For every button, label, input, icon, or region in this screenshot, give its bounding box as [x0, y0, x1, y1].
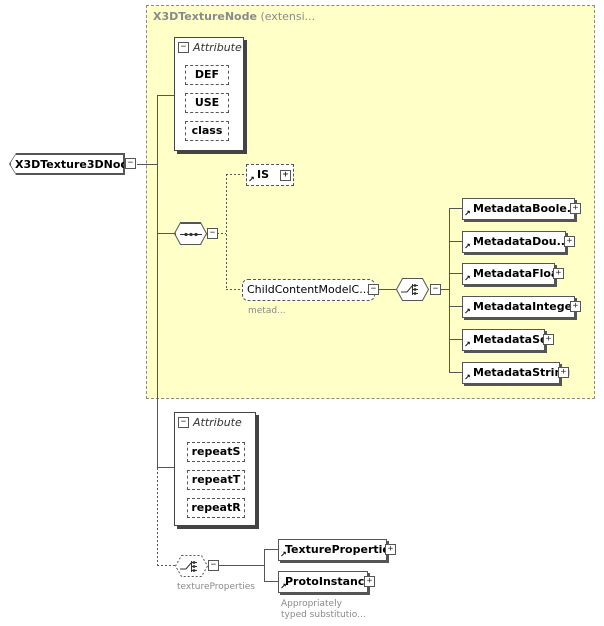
group-collapse-toggle[interactable]: −	[368, 284, 379, 295]
metadata-element[interactable]: ↗ MetadataDou...	[462, 231, 570, 253]
metadata-element-label: MetadataString	[473, 366, 571, 379]
expand-icon[interactable]: +	[564, 236, 575, 247]
expand-icon[interactable]: +	[558, 367, 569, 378]
root-collapse-toggle[interactable]: −	[125, 158, 136, 169]
texture-choice-label: textureProperties	[177, 582, 255, 592]
expand-icon[interactable]: +	[385, 544, 396, 555]
is-element[interactable]: ↗ IS +	[246, 164, 294, 186]
attribute-group-header: Attribute	[193, 416, 242, 429]
child-content-model-label: ChildContentModelC...	[247, 283, 370, 296]
metadata-element[interactable]: ↗ MetadataFloat	[462, 263, 564, 285]
expand-icon[interactable]: +	[570, 301, 581, 312]
texture-choice-compositor[interactable]	[175, 555, 208, 577]
attribute-class[interactable]: class	[185, 121, 229, 141]
metadata-element[interactable]: ↗ MetadataString	[462, 362, 570, 384]
reference-arrow-icon: ↗	[464, 209, 471, 218]
metadata-choice-compositor[interactable]	[396, 278, 429, 301]
metadata-element[interactable]: ↗ MetadataBoole...	[462, 198, 579, 220]
group-note: metad...	[248, 306, 286, 316]
extension-base-name: X3DTextureNode	[153, 10, 257, 23]
metadata-element-label: MetadataInteger	[473, 300, 578, 313]
reference-arrow-icon: ↗	[464, 307, 471, 316]
reference-arrow-icon: ↗	[464, 274, 471, 283]
sequence-collapse-toggle[interactable]: −	[207, 228, 218, 239]
expand-icon[interactable]: +	[280, 170, 291, 181]
minus-icon: −	[180, 42, 187, 52]
reference-arrow-icon: ↗	[464, 340, 471, 349]
root-element[interactable]: X3DTexture3DNode	[10, 154, 124, 174]
metadata-element[interactable]: ↗ MetadataInteger	[462, 296, 578, 318]
reference-arrow-icon: ↗	[464, 242, 471, 251]
own-attribute-group: − Attribute repeatS repeatT repeatR	[174, 412, 256, 526]
expand-icon[interactable]: +	[364, 576, 375, 587]
attribute-group-collapse-toggle[interactable]: −	[178, 42, 189, 53]
metadata-element[interactable]: ↗ MetadataSet	[462, 329, 553, 351]
sequence-compositor-outline	[174, 222, 207, 245]
choice-collapse-toggle[interactable]: −	[430, 284, 441, 295]
extension-kind: (extensi...	[260, 10, 316, 23]
expand-icon[interactable]: +	[570, 203, 581, 214]
minus-icon: −	[209, 228, 216, 238]
attribute-repeat-t[interactable]: repeatT	[187, 470, 245, 490]
reference-arrow-icon: ↗	[280, 550, 287, 559]
minus-icon: −	[180, 417, 187, 427]
child-content-model-group[interactable]: ChildContentModelC...	[242, 279, 375, 301]
attribute-group-collapse-toggle[interactable]: −	[178, 417, 189, 428]
proto-instance-label: ProtoInstance	[285, 575, 372, 588]
minus-icon: −	[370, 284, 377, 294]
metadata-element-label: MetadataFloat	[473, 267, 564, 280]
inherited-attribute-group: − Attribute DEF USE class	[174, 37, 244, 151]
root-element-label: X3DTexture3DNode	[15, 158, 136, 171]
expand-icon[interactable]: +	[543, 334, 554, 345]
metadata-element-label: MetadataSet	[473, 333, 553, 346]
extension-title: X3DTextureNode (extensi...	[153, 10, 315, 23]
attribute-use[interactable]: USE	[185, 93, 229, 113]
proto-instance-element[interactable]: ↗ ProtoInstance	[278, 571, 372, 593]
reference-arrow-icon: ↗	[464, 373, 471, 382]
texture-choice-collapse-toggle[interactable]: −	[208, 560, 219, 571]
minus-icon: −	[127, 158, 134, 168]
expand-icon[interactable]: +	[553, 268, 564, 279]
texture-properties-label: TextureProperties	[285, 543, 397, 556]
metadata-element-label: MetadataBoole...	[473, 202, 580, 215]
proto-instance-note-line-1: Appropriately	[281, 599, 342, 609]
metadata-element-label: MetadataDou...	[473, 235, 570, 248]
texture-properties-element[interactable]: ↗ TextureProperties	[278, 539, 396, 561]
sequence-icon	[176, 224, 206, 244]
reference-arrow-icon: ↗	[280, 582, 287, 591]
is-element-label: IS	[257, 168, 270, 181]
reference-arrow-icon: ↗	[248, 175, 255, 184]
attribute-group-header: Attribute	[193, 41, 242, 54]
attribute-repeat-s[interactable]: repeatS	[187, 442, 245, 462]
attribute-repeat-r[interactable]: repeatR	[187, 498, 245, 518]
minus-icon: −	[210, 560, 217, 570]
proto-instance-note-line-2: typed substitutio...	[281, 610, 366, 620]
attribute-def[interactable]: DEF	[185, 65, 229, 85]
minus-icon: −	[432, 284, 439, 294]
